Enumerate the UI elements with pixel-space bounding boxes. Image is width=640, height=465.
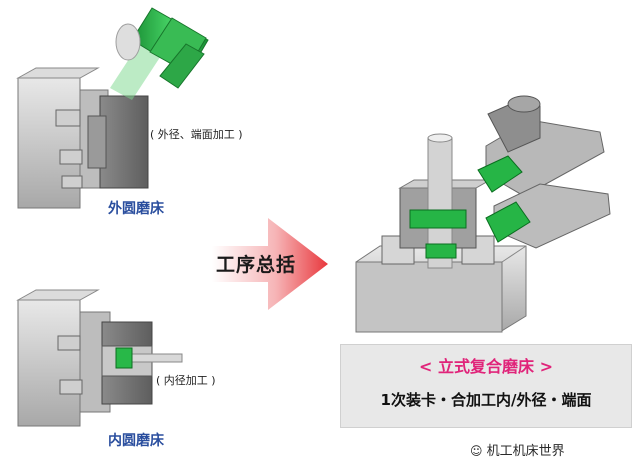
- external-grinder-figure: [16, 7, 209, 209]
- grinding-wheel: [110, 7, 209, 100]
- wechat-icon: ☺: [470, 444, 483, 458]
- process-arrow: [212, 218, 328, 310]
- internal-label: 内圆磨床: [108, 433, 164, 449]
- result-description: 1次装卡・合加工内/外径・端面: [380, 391, 592, 409]
- vertical-grinder-figure: [355, 95, 611, 333]
- watermark: ☺ 机工机床世界: [470, 440, 565, 459]
- result-title: < 立式复合磨床 >: [419, 357, 553, 376]
- external-label: 外圆磨床: [108, 201, 164, 217]
- arrow-label: 工序总括: [216, 254, 297, 276]
- result-box: < 立式复合磨床 > 1次装卡・合加工内/外径・端面: [340, 344, 632, 428]
- external-note: ( 外径、端面加工 ): [150, 128, 243, 141]
- internal-note: ( 内径加工 ): [156, 374, 216, 387]
- watermark-text: 机工机床世界: [486, 444, 565, 459]
- internal-grinder-figure: [16, 289, 183, 427]
